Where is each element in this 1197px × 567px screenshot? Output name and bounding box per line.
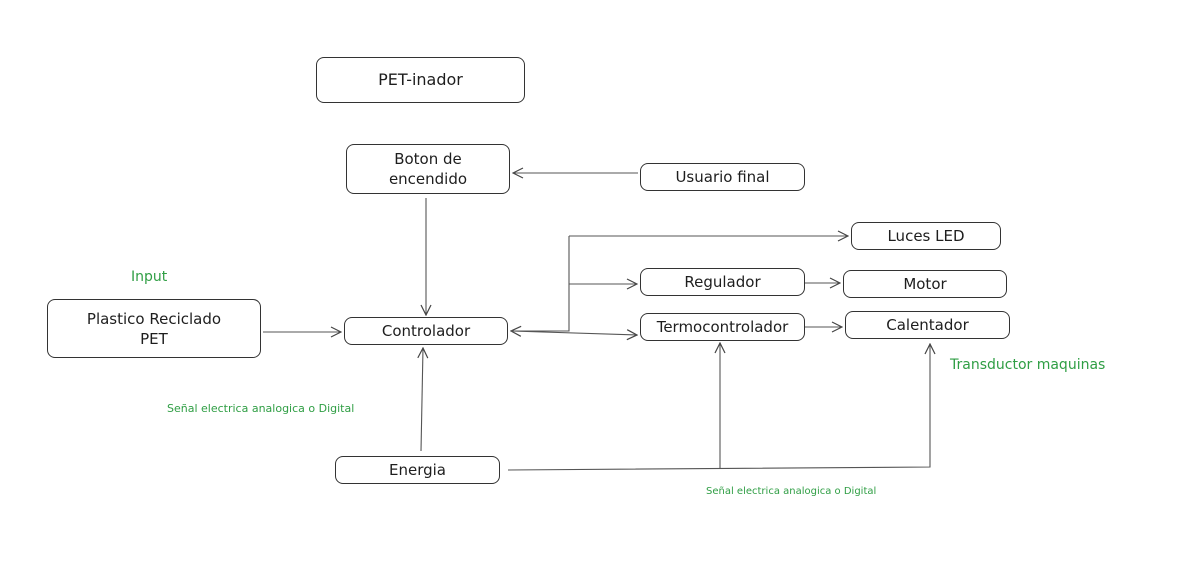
edge-controller-thermo bbox=[511, 331, 637, 335]
signal-annotation-left: Señal electrica analogica o Digital bbox=[167, 402, 355, 415]
controller-node: Controlador bbox=[344, 317, 508, 345]
edge-energy-bus bbox=[507, 344, 930, 471]
recycled-plastic-node: Plastico Reciclado PET bbox=[47, 299, 261, 358]
power-button-node: Boton de encendido bbox=[346, 144, 510, 194]
motor-node: Motor bbox=[843, 270, 1007, 298]
edge-energy-to-controller bbox=[421, 348, 423, 452]
transducer-annotation: Transductor maquinas bbox=[950, 357, 1106, 373]
heater-node: Calentador bbox=[845, 311, 1010, 339]
energy-node: Energia bbox=[335, 456, 500, 484]
title-node: PET-inador bbox=[316, 57, 525, 103]
end-user-node: Usuario final bbox=[640, 163, 805, 191]
led-lights-node: Luces LED bbox=[851, 222, 1001, 250]
edge-branch-trunk bbox=[511, 236, 570, 332]
regulator-node: Regulador bbox=[640, 268, 805, 296]
input-annotation: Input bbox=[131, 269, 168, 285]
thermocontroller-node: Termocontrolador bbox=[640, 313, 805, 341]
signal-annotation-bottom: Señal electrica analogica o Digital bbox=[706, 486, 877, 497]
